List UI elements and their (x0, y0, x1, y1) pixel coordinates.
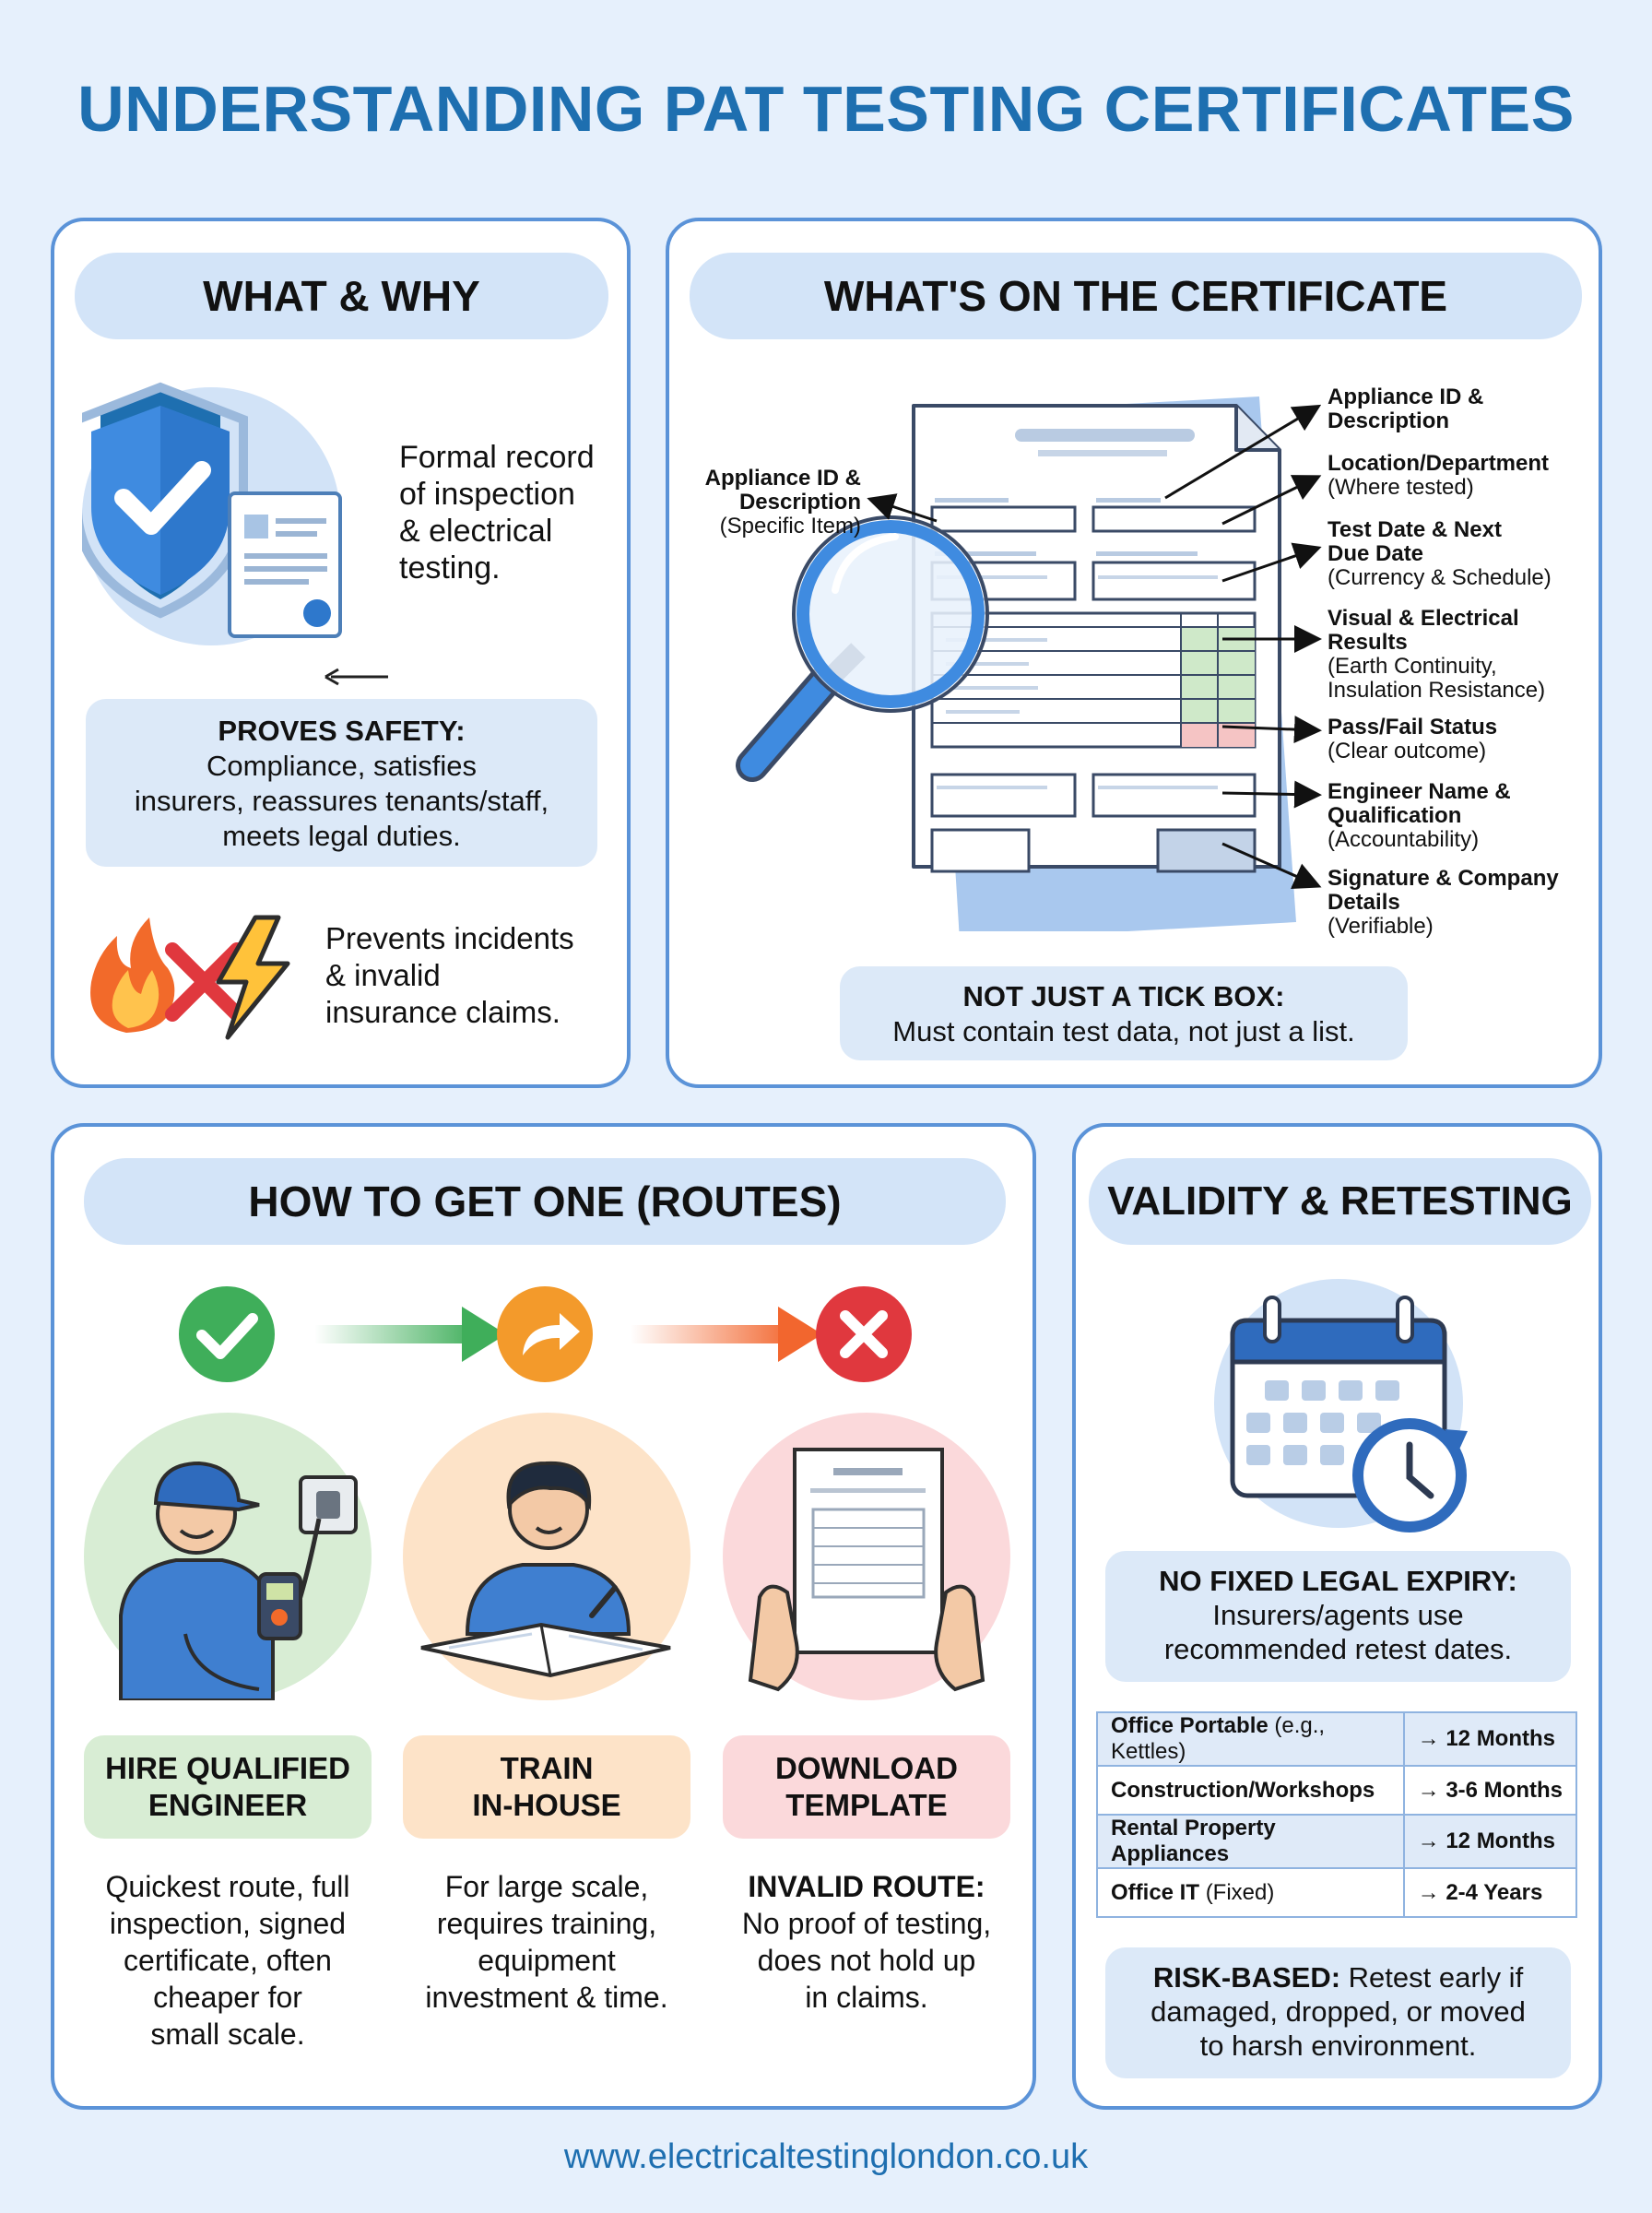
left-appliance-label: Appliance ID & Description (Specific Ite… (704, 466, 861, 538)
table-row: Office IT (Fixed) → 2-4 Years (1096, 1867, 1578, 1918)
retest-item: Rental Property Appliances (1111, 1816, 1276, 1866)
label-test-date: Test Date & Next Due Date (Currency & Sc… (1328, 517, 1552, 590)
label-results: Visual & Electrical Results (Earth Conti… (1328, 606, 1546, 703)
arrow-icon: → (1417, 1726, 1440, 1751)
routes-panel: HOW TO GET ONE (ROUTES) (51, 1123, 1036, 2110)
retest-period: 12 Months (1446, 1828, 1556, 1853)
template-document-illustration (723, 1413, 1010, 1700)
calendar-clock-icon (1214, 1279, 1468, 1533)
route-label-train: TRAIN IN-HOUSE (403, 1735, 690, 1839)
label-appliance-id: Appliance ID & Description (1328, 385, 1484, 433)
route-desc-download: INVALID ROUTE: No proof of testing, does… (741, 1870, 992, 2014)
retest-item: Office IT (1111, 1879, 1200, 1905)
validity-panel: VALIDITY & RETESTING NO FIXED LEGAL EXPI… (1072, 1123, 1602, 2110)
retest-period: 12 Months (1446, 1726, 1556, 1751)
arrow-icon: → (1417, 1777, 1440, 1803)
arrow-icon: → (1417, 1879, 1440, 1905)
retest-item: Office Portable (1111, 1713, 1268, 1738)
table-row: Construction/Workshops → 3-6 Months (1096, 1765, 1578, 1816)
what-why-heading: WHAT & WHY (75, 253, 608, 339)
certificate-panel: WHAT'S ON THE CERTIFICATE (666, 218, 1602, 1088)
what-why-panel: WHAT & WHY Formal record of inspection &… (51, 218, 631, 1088)
engineer-illustration (84, 1413, 372, 1700)
shield-document-icon (82, 382, 342, 645)
proves-safety-label: PROVES SAFETY: (218, 715, 466, 747)
callout-arrows (867, 404, 1322, 890)
proves-safety-box: PROVES SAFETY: Compliance, satisfies ins… (86, 699, 597, 867)
arrow-icon: → (1417, 1828, 1440, 1853)
page-title: UNDERSTANDING PAT TESTING CERTIFICATES (77, 73, 1575, 145)
no-fixed-expiry-box: NO FIXED LEGAL EXPIRY: Insurers/agents u… (1105, 1551, 1571, 1682)
certificate-illustration (736, 396, 1296, 931)
fire-lightning-prohibited-icon (90, 915, 290, 1040)
prevents-text: Prevents incidents & invalid insurance c… (325, 921, 574, 1029)
retest-note: (Fixed) (1205, 1879, 1275, 1905)
retest-table: Office Portable (e.g., Kettles) → 12 Mon… (1096, 1711, 1578, 1918)
risk-based-label: RISK-BASED: (1152, 1961, 1341, 1994)
label-pass-fail: Pass/Fail Status (Clear outcome) (1328, 715, 1498, 763)
pointer-arrow-icon (324, 668, 388, 686)
route-desc-hire: Quickest route, full inspection, signed … (105, 1870, 350, 2051)
retest-item: Construction/Workshops (1111, 1777, 1375, 1803)
table-row: Rental Property Appliances → 12 Months (1096, 1814, 1578, 1869)
table-row: Office Portable (e.g., Kettles) → 12 Mon… (1096, 1711, 1578, 1767)
label-location: Location/Department (Where tested) (1328, 451, 1550, 500)
tick-box-note: NOT JUST A TICK BOX: Must contain test d… (840, 966, 1408, 1060)
retest-period: 2-4 Years (1446, 1879, 1543, 1905)
routes-heading: HOW TO GET ONE (ROUTES) (84, 1158, 1006, 1245)
retest-note: (e.g., Kettles) (1111, 1713, 1326, 1764)
check-icon (179, 1286, 275, 1382)
route-status-icons (179, 1286, 912, 1382)
studying-person-illustration (403, 1413, 690, 1700)
route-label-download: DOWNLOAD TEMPLATE (723, 1735, 1010, 1839)
validity-heading: VALIDITY & RETESTING (1089, 1158, 1591, 1245)
formal-record-text: Formal record of inspection & electrical… (399, 440, 595, 586)
retest-period: 3-6 Months (1446, 1777, 1563, 1803)
footer-website-link[interactable]: www.electricaltestinglondon.co.uk (563, 2137, 1089, 2176)
label-signature: Signature & Company Details (Verifiable) (1328, 866, 1559, 939)
route-desc-train: For large scale, requires training, equi… (425, 1870, 668, 2014)
risk-based-box: RISK-BASED: Retest early if damaged, dro… (1105, 1947, 1571, 2078)
route-label-hire: HIRE QUALIFIED ENGINEER (84, 1735, 372, 1839)
label-engineer: Engineer Name & Qualification (Accountab… (1328, 779, 1511, 852)
certificate-heading: WHAT'S ON THE CERTIFICATE (690, 253, 1582, 339)
